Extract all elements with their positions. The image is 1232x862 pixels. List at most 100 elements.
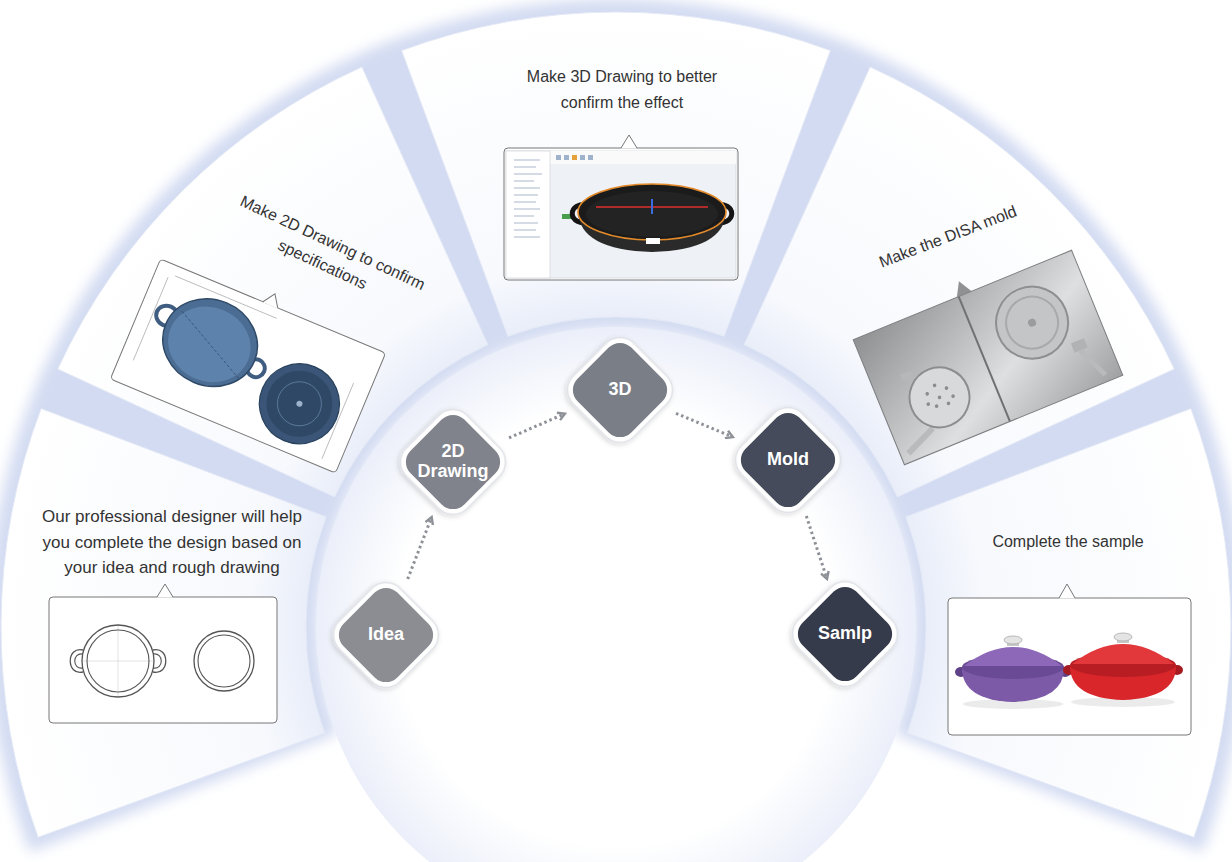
mold-picture xyxy=(934,404,939,409)
sketch-picture xyxy=(75,654,83,668)
panel-outline xyxy=(906,409,1231,838)
mold-picture xyxy=(926,402,931,407)
sketch-picture xyxy=(153,650,166,673)
drawing-3d-picture xyxy=(514,180,534,181)
drawing-3d-picture xyxy=(514,215,534,216)
mold-picture xyxy=(1080,345,1105,380)
drawing-3d-picture xyxy=(514,229,536,230)
mold-picture xyxy=(848,237,1123,464)
dotted-arrow xyxy=(408,518,432,579)
drawing-2d-picture xyxy=(256,361,342,447)
caption-block: Make 2D Drawing to confirm specification… xyxy=(219,187,434,321)
panel-outline xyxy=(0,405,330,841)
drawing-3d-picture xyxy=(514,208,540,209)
drawing-3d-picture xyxy=(621,135,637,148)
step-caption: Make 2D Drawing to confirm specification… xyxy=(219,187,434,321)
diamond-fill xyxy=(399,408,506,515)
drawing-3d-picture xyxy=(504,135,738,280)
drawing-3d-picture xyxy=(564,155,569,160)
drawing-3d-picture xyxy=(514,159,540,160)
diamond-ring xyxy=(325,574,447,696)
panel-outline xyxy=(402,12,831,336)
mold-picture xyxy=(920,378,957,413)
drawing-2d-picture xyxy=(271,375,329,433)
caption-block: Make 3D Drawing to better confirm the ef… xyxy=(515,64,730,116)
sketch-picture xyxy=(82,625,154,697)
mold-picture xyxy=(925,391,930,396)
sample-picture xyxy=(948,598,1191,735)
drawing-3d-picture xyxy=(506,151,550,278)
step-diamond: Mold xyxy=(732,404,844,516)
step-label: 2D Drawing xyxy=(414,442,492,482)
step-label: Mold xyxy=(749,450,827,470)
drawing-2d-picture xyxy=(263,291,283,309)
dotted-arrow xyxy=(509,414,564,438)
mold-picture xyxy=(937,395,942,400)
step-diamond: 3D xyxy=(564,334,676,446)
sample-picture xyxy=(1072,644,1174,664)
mold-picture xyxy=(944,386,949,391)
drawing-3d-picture xyxy=(572,155,577,160)
dotted-arrow xyxy=(676,413,732,436)
diamond-label-box: 2D Drawing xyxy=(397,406,509,518)
sample-picture xyxy=(1004,636,1022,644)
mold-picture xyxy=(932,383,937,388)
sketch-picture xyxy=(194,631,254,691)
drawing-3d-picture xyxy=(514,187,540,188)
drawing-2d-picture xyxy=(110,259,385,473)
drawing-2d-picture xyxy=(149,284,271,400)
drawing-3d-picture xyxy=(514,194,538,195)
drawing-3d-picture xyxy=(578,184,726,240)
step-caption: Make the DISA mold xyxy=(850,190,1045,284)
drawing-3d-picture xyxy=(514,201,536,202)
mold-picture xyxy=(900,358,978,436)
step-diamond: 2D Drawing xyxy=(397,406,509,518)
drawing-3d-picture xyxy=(514,222,538,223)
step-diamond: Samlp xyxy=(789,578,901,690)
dotted-arrow xyxy=(806,516,826,578)
sketch-picture xyxy=(118,625,119,697)
drawing-3d-picture xyxy=(651,199,653,214)
sketch-picture xyxy=(70,650,83,673)
drawing-2d-picture xyxy=(167,311,254,378)
caption-block: Our professional designer will help you … xyxy=(28,504,316,581)
drawing-3d-picture xyxy=(514,160,542,237)
drawing-2d-picture xyxy=(156,294,262,395)
drawing-3d-picture xyxy=(504,148,738,280)
drawing-2d-picture xyxy=(295,400,303,408)
drawing-3d-picture xyxy=(586,191,718,237)
mold-picture xyxy=(853,250,1123,464)
diamond-label-box: Mold xyxy=(732,404,844,516)
step-panel: Our professional designer will help you … xyxy=(0,405,330,841)
diamond-label-box: 3D xyxy=(564,334,676,446)
mold-picture xyxy=(946,401,951,406)
diamond-ring xyxy=(559,329,681,451)
drawing-3d-picture xyxy=(514,166,536,167)
drawing-3d-picture xyxy=(646,238,660,244)
mold-picture xyxy=(985,276,1079,370)
step-panel: Complete the sample xyxy=(902,405,1232,841)
caption-block: Make the DISA mold xyxy=(850,190,1045,284)
drawing-3d-picture xyxy=(621,135,637,149)
step-diamond: Idea xyxy=(330,579,442,691)
diamond-label-box: Idea xyxy=(330,579,442,691)
step-caption: Our professional designer will help you … xyxy=(28,504,316,581)
step-label: Samlp xyxy=(806,624,884,644)
drawing-3d-picture xyxy=(550,151,736,164)
fan-wedge-fill xyxy=(402,12,831,336)
diamond-ring xyxy=(392,401,514,523)
sketch-picture xyxy=(153,654,161,668)
fan-wedge-fill xyxy=(1,12,1231,837)
drawing-2d-picture xyxy=(133,277,168,360)
diamond-ring xyxy=(727,399,849,521)
sketch-picture xyxy=(87,630,149,692)
panel-outline xyxy=(902,405,1232,841)
mold-picture xyxy=(900,370,914,382)
mold-picture xyxy=(998,289,1066,357)
diamond-fill xyxy=(791,580,898,687)
step-caption: Make 3D Drawing to better confirm the ef… xyxy=(515,64,730,116)
diamond-fill xyxy=(332,581,439,688)
drawing-3d-picture xyxy=(556,155,561,160)
sample-picture xyxy=(948,584,1191,735)
